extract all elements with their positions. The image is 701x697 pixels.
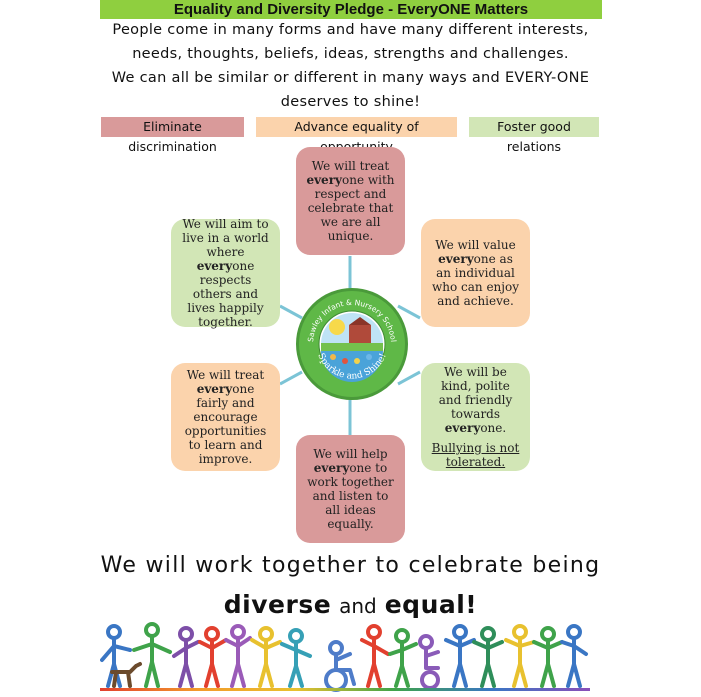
intro-line-1: People come in many forms and have many …: [112, 22, 589, 38]
aim-eliminate-discrimination: Eliminate discrimination: [101, 117, 244, 154]
pledge-top: We will treat everyone with respect and …: [296, 147, 405, 255]
connector-bottom-right: [397, 370, 421, 386]
school-logo: Sawley Infant & Nursery School Sparkle a…: [296, 288, 408, 400]
pledge-bottom-left: We will treat everyone fairly and encour…: [171, 363, 280, 471]
word-equal: equal!: [384, 590, 478, 619]
people-banner-illustration: [100, 622, 590, 692]
connector-top-right: [397, 304, 421, 320]
word-and: and: [339, 594, 377, 618]
pledge-top-left: We will aim to live in a world where eve…: [171, 217, 280, 329]
closing-line-2: diverse and equal!: [0, 590, 701, 619]
connector-top-left: [279, 304, 303, 320]
closing-line-1: We will work together to celebrate being: [100, 553, 601, 578]
pledge-bottom: We will help everyone to work together a…: [296, 435, 405, 543]
connector-bottom-left: [279, 370, 303, 386]
intro-line-4: deserves to shine!: [280, 94, 421, 110]
intro-line-2: needs, thoughts, beliefs, ideas, strengt…: [132, 46, 569, 62]
page-title: Equality and Diversity Pledge - EveryONE…: [100, 0, 602, 19]
pledge-top-right: We will value everyone as an individual …: [421, 219, 530, 327]
aim-foster-relations: Foster good relations: [469, 117, 599, 154]
bullying-note: Bullying is not tolerated.: [431, 441, 520, 469]
pledge-bottom-right: We will be kind, polite and friendly tow…: [421, 363, 530, 471]
word-diverse: diverse: [223, 590, 332, 619]
intro-line-3: We can all be similar or different in ma…: [111, 70, 590, 86]
aim-advance-equality: Advance equality of opportunity: [256, 117, 457, 154]
